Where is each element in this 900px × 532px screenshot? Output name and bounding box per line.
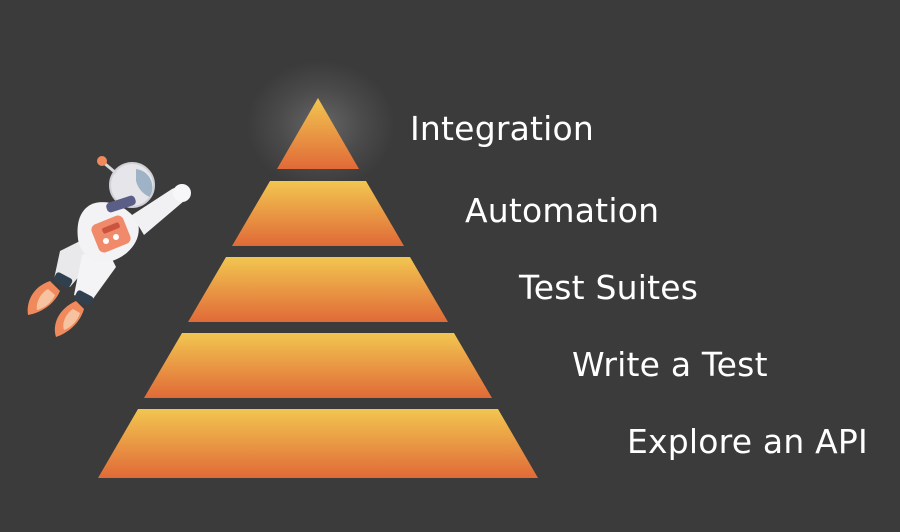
tier-write-a-test bbox=[144, 333, 492, 398]
level-label-automation: Automation bbox=[465, 191, 660, 230]
tier-explore-an-api bbox=[98, 409, 538, 478]
level-label-explore-an-api: Explore an API bbox=[627, 422, 868, 461]
tier-test-suites bbox=[188, 257, 448, 322]
level-label-test-suites: Test Suites bbox=[519, 268, 699, 307]
astronaut-jetpack-icon bbox=[27, 156, 191, 337]
level-label-integration: Integration bbox=[410, 109, 595, 148]
tier-automation bbox=[232, 181, 404, 246]
tier-integration bbox=[277, 98, 359, 169]
level-label-write-a-test: Write a Test bbox=[572, 345, 768, 384]
